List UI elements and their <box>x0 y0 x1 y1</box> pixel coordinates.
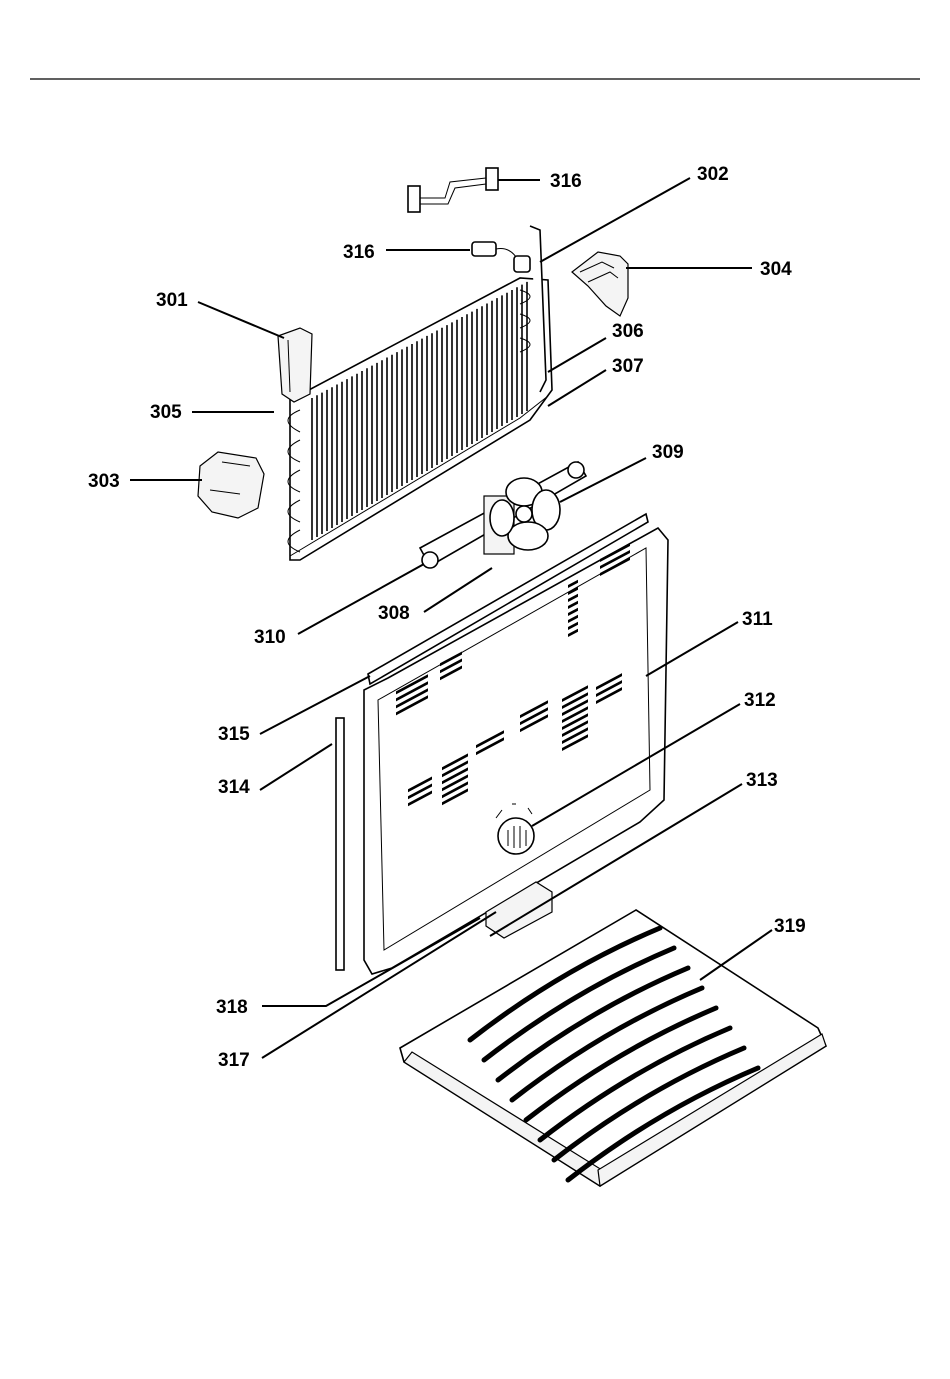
callout-311: 311 <box>742 609 773 630</box>
gasket-314 <box>336 718 344 970</box>
wire-harness-316 <box>408 168 498 212</box>
callout-310: 310 <box>254 627 286 648</box>
bracket-304 <box>572 252 628 316</box>
callout-303: 303 <box>88 471 120 492</box>
callout-318: 318 <box>216 997 248 1018</box>
callout-302: 302 <box>697 164 729 185</box>
callout-314: 314 <box>218 777 250 798</box>
callout-305: 305 <box>150 402 182 423</box>
callout-301: 301 <box>156 290 188 311</box>
holder-303 <box>198 452 264 518</box>
thermostat-knob-312 <box>498 818 534 854</box>
callout-316-harness: 316 <box>550 171 582 192</box>
callout-308: 308 <box>378 603 410 624</box>
bracket-301 <box>278 328 312 402</box>
callout-304: 304 <box>760 259 792 280</box>
callout-319: 319 <box>774 916 806 937</box>
callout-309: 309 <box>652 442 684 463</box>
tray-319 <box>400 910 826 1186</box>
callout-312: 312 <box>744 690 776 711</box>
fan-motor-assembly <box>420 462 586 568</box>
callout-313: 313 <box>746 770 778 791</box>
callout-307: 307 <box>612 356 644 377</box>
sensor-316 <box>472 242 518 260</box>
callout-317: 317 <box>218 1050 250 1071</box>
callout-306: 306 <box>612 321 644 342</box>
callout-316-sensor: 316 <box>343 242 375 263</box>
callout-315: 315 <box>218 724 250 745</box>
